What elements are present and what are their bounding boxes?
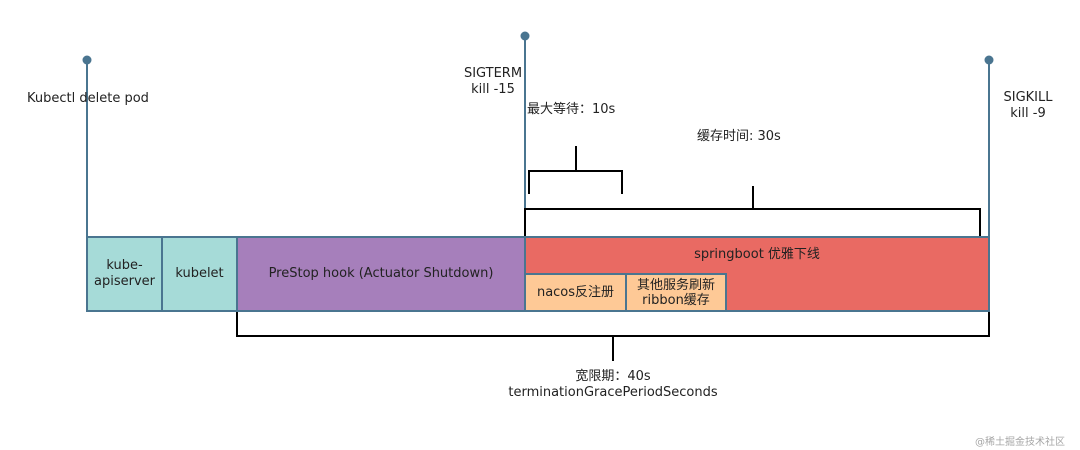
kube-apiserver-line2: apiserver xyxy=(94,274,155,289)
cache-time-bracket xyxy=(524,186,981,236)
springboot-label: springboot 优雅下线 xyxy=(694,247,820,262)
nacos-label: nacos反注册 xyxy=(536,284,615,300)
grace-period-label: 宽限期：40s terminationGracePeriodSeconds xyxy=(483,369,743,401)
sigkill-signal: SIGKILL xyxy=(1003,90,1053,105)
kubelet-box: kubelet xyxy=(161,236,238,312)
sigkill-marker xyxy=(984,55,994,237)
ribbon-refresh-line1: 其他服务刷新 xyxy=(636,277,715,293)
kube-apiserver-line1: kube- xyxy=(106,258,143,273)
ribbon-refresh-line2: ribbon缓存 xyxy=(642,292,710,308)
sigterm-command: kill -15 xyxy=(471,82,515,97)
watermark: @稀土掘金技术社区 xyxy=(975,437,1065,448)
delete-pod-marker xyxy=(82,55,92,237)
sigkill-command: kill -9 xyxy=(1010,106,1046,121)
nacos-box: nacos反注册 xyxy=(524,273,627,312)
prestop-hook-label: PreStop hook (Actuator Shutdown) xyxy=(268,266,494,281)
sigterm-label: SIGTERM kill -15 xyxy=(448,66,538,98)
grace-period-setting: terminationGracePeriodSeconds xyxy=(508,385,718,400)
sigkill-label: SIGKILL kill -9 xyxy=(989,90,1067,122)
max-wait-label: 最大等待：10s xyxy=(527,102,616,117)
grace-period-bracket xyxy=(236,312,990,361)
prestop-hook-box: PreStop hook (Actuator Shutdown) xyxy=(236,236,526,312)
kubelet-label: kubelet xyxy=(175,266,224,281)
grace-period-duration: 宽限期：40s xyxy=(575,369,651,384)
delete-pod-label: Kubectl delete pod xyxy=(27,91,149,106)
sigterm-marker xyxy=(520,31,530,237)
kube-apiserver-box: kube- apiserver xyxy=(86,236,163,312)
ribbon-refresh-box: 其他服务刷新 ribbon缓存 xyxy=(625,273,727,312)
max-wait-bracket xyxy=(528,146,623,194)
sigterm-signal: SIGTERM xyxy=(463,66,523,81)
cache-time-label: 缓存时间: 30s xyxy=(697,129,781,144)
